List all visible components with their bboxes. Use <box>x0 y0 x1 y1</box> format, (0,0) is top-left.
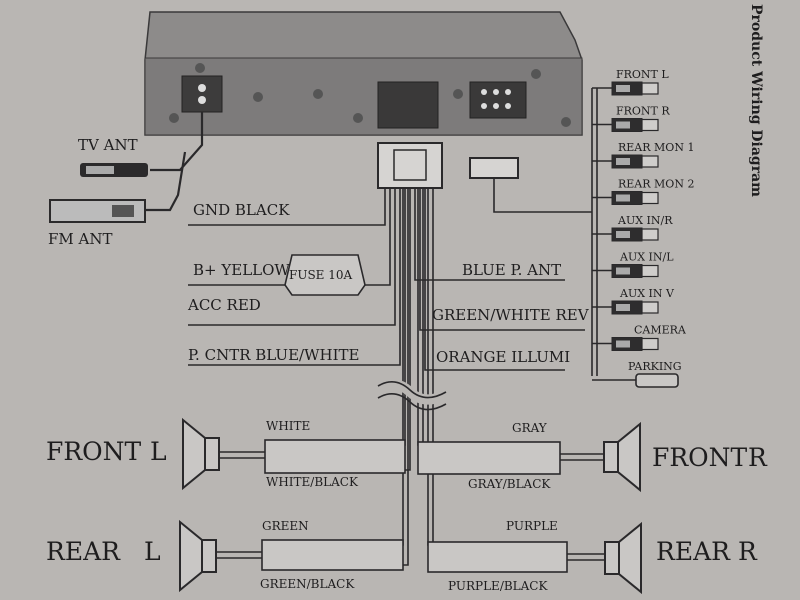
green-white-rev-label: GREEN/WHITE REV <box>432 306 590 324</box>
rca-connector: FRONT R <box>592 105 670 132</box>
front-l-neg-wire: WHITE/BLACK <box>266 475 359 489</box>
b-plus-yellow-label: B+ YELLOW <box>193 261 290 279</box>
rca-plug-tip <box>641 228 659 241</box>
rca-connector: AUX IN V <box>592 287 675 315</box>
rca-connector-label: PARKING <box>628 360 682 373</box>
front-r-neg-wire: GRAY/BLACK <box>468 477 551 491</box>
rca-connector: FRONT L <box>592 68 669 96</box>
rca-plug-tip <box>641 191 659 205</box>
front-r-pos-wire: GRAY <box>512 421 548 435</box>
rca-connector-label: AUX IN/L <box>619 251 674 264</box>
rca-plug-band <box>616 231 630 238</box>
rca-plug-band <box>616 267 630 275</box>
front-l-side: L <box>150 437 167 466</box>
parking-plug <box>635 373 679 388</box>
fuse: FUSE 10A <box>188 254 366 296</box>
rca-connector: AUX IN/L <box>592 251 674 278</box>
orange-illumi-label: ORANGE ILLUMI <box>436 348 570 366</box>
rear-l-side: L <box>144 537 161 566</box>
rca-plug-band <box>616 340 630 348</box>
main-harness-socket <box>377 81 439 129</box>
rca-connector-label: FRONT L <box>616 68 669 81</box>
rca-plug-band <box>616 194 630 202</box>
gnd-black-label: GND BLACK <box>193 201 290 219</box>
acc-red-label: ACC RED <box>187 296 261 314</box>
rear-r-side: R <box>738 537 758 566</box>
rca-plug-tip <box>641 264 659 278</box>
rca-socket <box>469 81 527 119</box>
speaker-front-r <box>417 421 641 493</box>
rear-l-neg-wire: GREEN/BLACK <box>260 577 355 591</box>
rca-connector: PARKING <box>592 360 682 388</box>
antenna-leads: TV ANT FM ANT <box>48 112 204 248</box>
antenna-socket <box>181 75 223 113</box>
rca-plug-tip <box>641 155 659 168</box>
rca-connector: REAR MON 2 <box>592 178 694 205</box>
rear-r-neg-wire: PURPLE/BLACK <box>448 579 548 593</box>
harness-plug <box>377 142 443 189</box>
rca-plug-tip <box>641 118 659 132</box>
rca-plug-band <box>616 121 630 129</box>
rear-r-name: REAR <box>656 537 731 566</box>
head-unit <box>144 11 583 136</box>
rca-connector-label: FRONT R <box>616 105 670 118</box>
rca-connector-label: AUX IN/R <box>617 214 673 227</box>
speaker-front-l <box>182 417 406 491</box>
rear-l-name: REAR <box>46 537 121 566</box>
rca-harness <box>469 88 598 376</box>
rca-plug-tip <box>641 337 659 351</box>
front-l-pos-wire: WHITE <box>266 419 310 433</box>
rca-connector-list: FRONT L FRONT R REAR MON 1 REAR MON 2 AUX IN… <box>592 68 694 388</box>
rca-plug-tip <box>641 301 659 314</box>
rca-plug <box>469 157 519 179</box>
rear-r-pos-wire: PURPLE <box>506 519 558 533</box>
rca-plug-band <box>616 304 630 311</box>
front-r-side: R <box>748 443 768 472</box>
harness-bundle <box>188 188 567 566</box>
rca-connector-label: CAMERA <box>634 324 687 337</box>
speaker-rear-l <box>179 519 404 593</box>
fuse-label: FUSE 10A <box>289 268 353 282</box>
front-l-name: FRONT <box>46 437 142 466</box>
blue-p-ant-label: BLUE P. ANT <box>462 261 561 279</box>
rca-connector: AUX IN/R <box>592 214 673 242</box>
diagram-title: Product Wiring Diagram <box>748 4 764 197</box>
rca-plug-tip <box>641 82 659 95</box>
rca-connector-label: REAR MON 1 <box>618 141 694 154</box>
speaker-rear-r <box>427 521 642 595</box>
rca-plug-band <box>616 158 630 165</box>
rear-l-pos-wire: GREEN <box>262 519 309 533</box>
front-r-name: FRONT <box>652 443 748 472</box>
rca-connector-label: REAR MON 2 <box>618 178 694 191</box>
p-cntr-label: P. CNTR BLUE/WHITE <box>188 346 359 364</box>
fm-ant-label: FM ANT <box>48 230 113 248</box>
rca-connector-label: AUX IN V <box>619 287 675 300</box>
tv-ant-label: TV ANT <box>78 136 138 154</box>
rca-connector: REAR MON 1 <box>592 141 694 169</box>
rca-connector: CAMERA <box>592 324 687 351</box>
rca-plug-band <box>616 85 630 92</box>
